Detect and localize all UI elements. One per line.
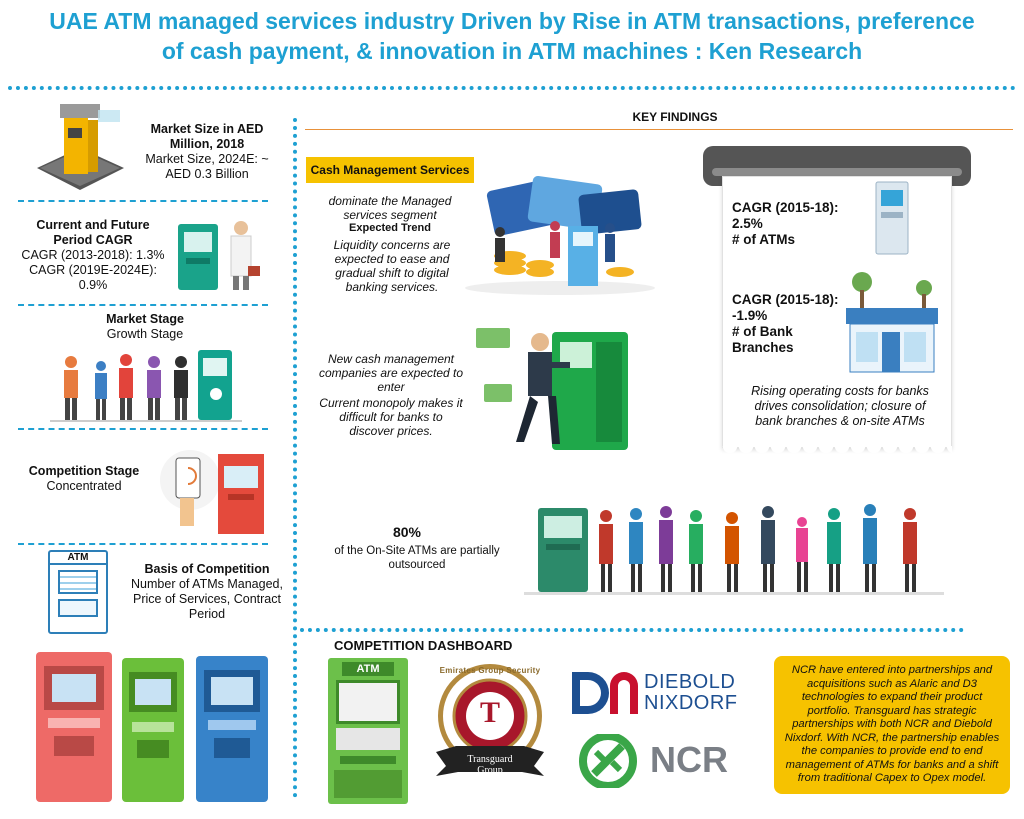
divider bbox=[18, 200, 268, 202]
atm-cagr: CAGR (2015-18): 2.5% bbox=[732, 200, 839, 231]
key-findings-underline bbox=[305, 129, 1013, 130]
atm-count-label: # of ATMs bbox=[732, 232, 795, 247]
ncr-text: NCR bbox=[650, 739, 728, 780]
market-size-block: Market Size in AED Million, 2018 Market … bbox=[132, 122, 282, 182]
receipt-slot-opening bbox=[712, 168, 962, 176]
cagr-line2: CAGR (2019E-2024E): 0.9% bbox=[29, 263, 157, 292]
queue-illustration bbox=[46, 340, 246, 422]
outsourced-percent: 80% bbox=[392, 524, 422, 540]
transguard-logo bbox=[430, 660, 550, 784]
atm-icon-label: ATM bbox=[50, 552, 106, 565]
transguard-letter: T bbox=[479, 696, 500, 729]
atm-icon: ATM bbox=[48, 550, 108, 634]
fingerprint-atm-illustration bbox=[150, 436, 268, 536]
dashboard-atm: ATM bbox=[328, 658, 408, 804]
competition-stage-title: Competition Stage bbox=[28, 464, 140, 478]
basis-value: Number of ATMs Managed, Price of Service… bbox=[131, 577, 283, 621]
competition-stage-block: Competition Stage Concentrated bbox=[18, 464, 150, 494]
bank-cagr: CAGR (2015-18): -1.9% bbox=[732, 292, 839, 323]
cards-coins-illustration bbox=[460, 170, 660, 295]
new-cash-text: New cash management companies are expect… bbox=[318, 352, 464, 394]
outsourced-text: of the On-Site ATMs are partially outsou… bbox=[334, 545, 500, 571]
header-divider bbox=[8, 86, 1016, 90]
column-divider bbox=[293, 118, 297, 798]
man-at-atm-illustration bbox=[470, 322, 640, 452]
receipt-text: Rising operating costs for banks drives … bbox=[751, 384, 929, 428]
divider bbox=[18, 428, 268, 430]
bank-branch-label: # of Bank Branches bbox=[732, 324, 794, 355]
cagr-block: Current and Future Period CAGR CAGR (201… bbox=[18, 218, 168, 293]
market-size-text: Market Size, 2024E: ~ AED 0.3 Billion bbox=[145, 152, 269, 181]
market-stage-title: Market Stage bbox=[106, 312, 184, 326]
atm-person-illustration bbox=[176, 214, 266, 294]
ncr-mark bbox=[572, 734, 644, 788]
page-title: UAE ATM managed services industry Driven… bbox=[49, 8, 975, 64]
cash-management-text: dominate the Managed services segment bbox=[328, 194, 452, 222]
competition-stage-value: Concentrated bbox=[46, 479, 122, 493]
dashboard-heading: COMPETITION DASHBOARD bbox=[334, 638, 513, 653]
expected-trend-title: Expected Trend bbox=[349, 222, 431, 234]
transguard-ring-text: Emirates Group Security bbox=[439, 666, 541, 675]
divider bbox=[18, 543, 268, 545]
small-atm-illustration bbox=[874, 180, 910, 256]
basis-block: Basis of Competition Number of ATMs Mana… bbox=[122, 562, 292, 622]
three-atms-illustration bbox=[34, 652, 274, 802]
dashboard-atm-label: ATM bbox=[342, 662, 394, 676]
diebold-nixdorf-text: DIEBOLD NIXDORF bbox=[644, 671, 738, 714]
queue-at-atm-illustration bbox=[524, 500, 944, 596]
transguard-ribbon-text: Transguard Group bbox=[467, 754, 513, 776]
key-findings-heading: KEY FINDINGS bbox=[632, 110, 718, 124]
diebold-nixdorf-mark bbox=[570, 670, 642, 716]
dashboard-divider bbox=[300, 628, 964, 632]
market-stage-value: Growth Stage bbox=[106, 327, 184, 341]
cagr-title: Current and Future Period CAGR bbox=[36, 218, 150, 247]
cagr-line1: CAGR (2013-2018): 1.3% bbox=[21, 248, 165, 262]
divider bbox=[18, 304, 268, 306]
bank-building-illustration bbox=[842, 268, 942, 374]
market-stage-block: Market Stage Growth Stage bbox=[70, 312, 220, 342]
expected-trend-text: Liquidity concerns are expected to ease … bbox=[333, 238, 451, 294]
basis-title: Basis of Competition bbox=[144, 562, 270, 576]
receipt-edge bbox=[722, 446, 952, 458]
bank-sign: BANK bbox=[876, 296, 900, 305]
dashboard-note: NCR have entered into partnerships and a… bbox=[774, 656, 1010, 794]
monopoly-text: Current monopoly makes it difficult for … bbox=[319, 396, 463, 438]
kiosk-illustration bbox=[32, 98, 127, 193]
cash-management-pill: Cash Management Services bbox=[306, 157, 474, 183]
market-size-title: Market Size in AED Million, 2018 bbox=[150, 122, 264, 151]
